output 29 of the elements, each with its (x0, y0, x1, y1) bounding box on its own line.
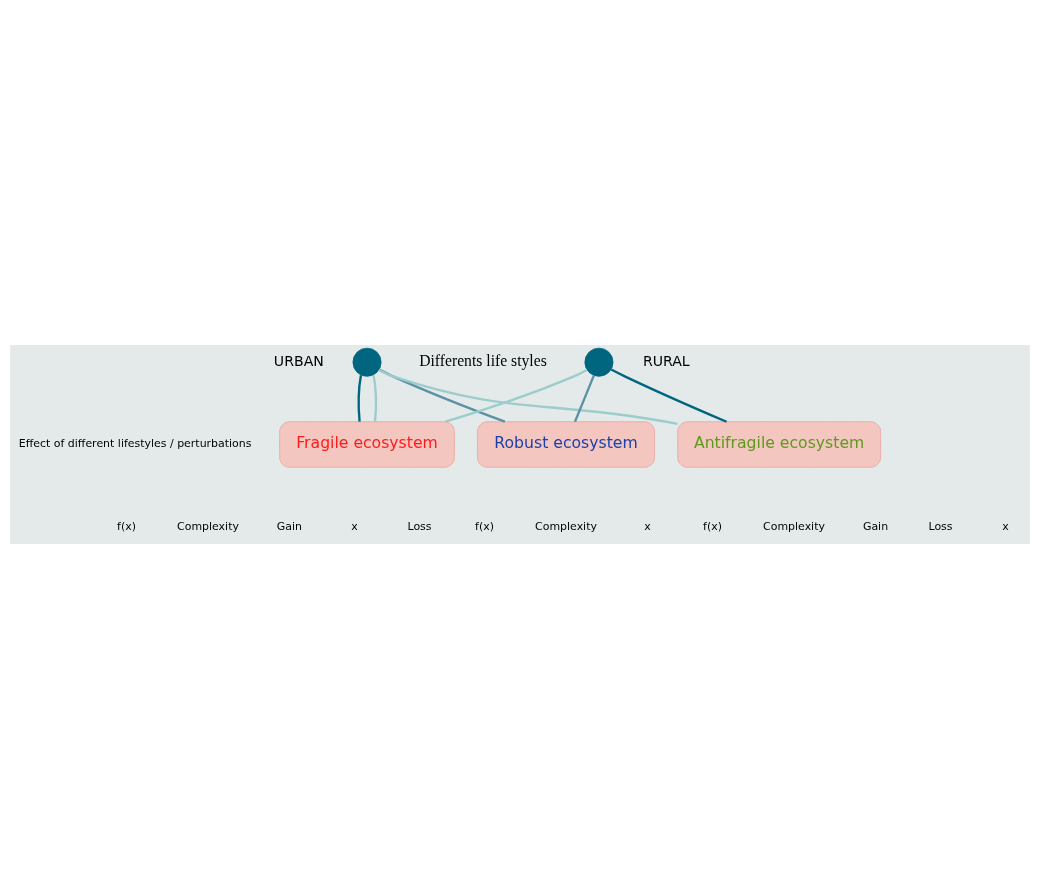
label: RURAL (642, 352, 690, 369)
label: f(x) (117, 519, 136, 533)
label: x (644, 519, 651, 533)
node-box: Robust ecosystem (477, 421, 655, 468)
connector (573, 375, 595, 423)
label: Effect of different lifestyles / perturbations (18, 437, 252, 451)
node-box: Fragile ecosystem (279, 421, 455, 468)
label: f(x) (703, 519, 722, 533)
label: Differents life styles (419, 352, 547, 370)
label: Complexity (177, 519, 239, 533)
node-circle (352, 347, 382, 377)
connector (372, 374, 377, 422)
label: x (1002, 519, 1009, 533)
connector (357, 375, 363, 422)
label: Loss (407, 519, 432, 533)
label: Complexity (535, 519, 597, 533)
connector (378, 369, 678, 425)
node-circle (584, 347, 614, 377)
label: x (351, 519, 358, 533)
connector (378, 368, 506, 423)
label: URBAN (273, 352, 324, 369)
label: Loss (928, 519, 953, 533)
label: Gain (862, 519, 889, 533)
node-box: Antifragile ecosystem (677, 421, 881, 468)
label: Complexity (763, 519, 825, 533)
label: Gain (276, 519, 303, 533)
connector (610, 368, 728, 423)
connector (444, 368, 588, 423)
label: f(x) (475, 519, 494, 533)
